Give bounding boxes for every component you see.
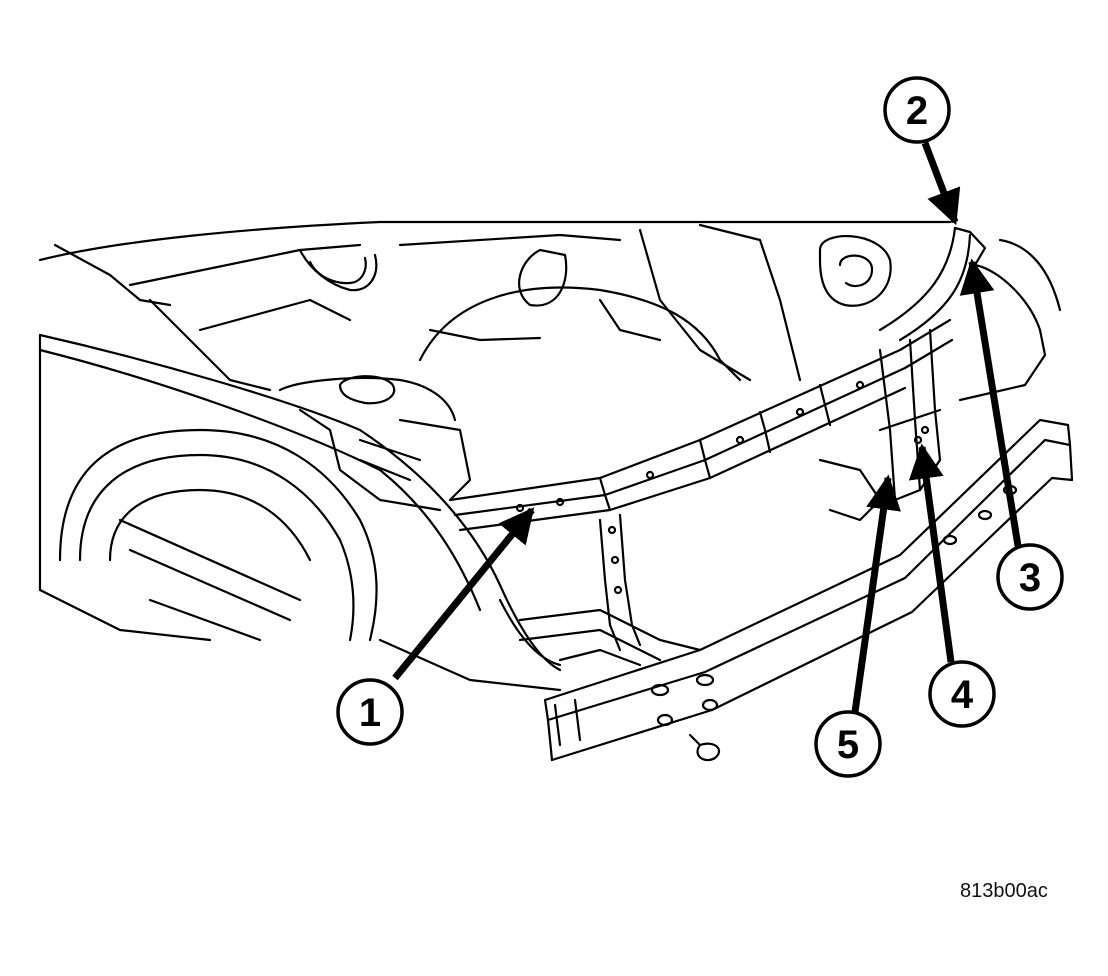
lower-crossmember [518, 608, 702, 667]
right-upper-rail [878, 226, 1062, 402]
figure-code: 813b00ac [960, 880, 1048, 902]
callout-label-5: 5 [837, 723, 859, 767]
engine-compartment-shield [418, 286, 742, 382]
callout-2: 2 [883, 76, 951, 144]
left-fender [38, 333, 562, 692]
callout-leaders [392, 141, 1022, 713]
callout-4: 4 [928, 660, 996, 728]
leader-arrow-1 [392, 507, 535, 681]
leader-arrow-3 [959, 258, 1022, 547]
callout-1: 1 [336, 678, 404, 746]
callout-3: 3 [996, 543, 1064, 611]
upper-radiator-crossmember [448, 318, 954, 532]
leader-arrow-5 [851, 474, 901, 713]
callout-label-1: 1 [359, 691, 381, 735]
strut-tower [278, 375, 472, 512]
callout-label-4: 4 [951, 673, 974, 717]
front-bumper-beam [543, 418, 1074, 762]
callout-label-2: 2 [906, 89, 928, 133]
callout-5: 5 [814, 710, 882, 778]
vehicle-front-structure-drawing [38, 220, 1074, 762]
left-radiator-support [498, 513, 642, 667]
leader-arrow-2 [921, 141, 961, 226]
callout-label-3: 3 [1019, 556, 1041, 600]
leader-arrow-4 [908, 443, 955, 663]
firewall-and-cowl [38, 220, 952, 392]
